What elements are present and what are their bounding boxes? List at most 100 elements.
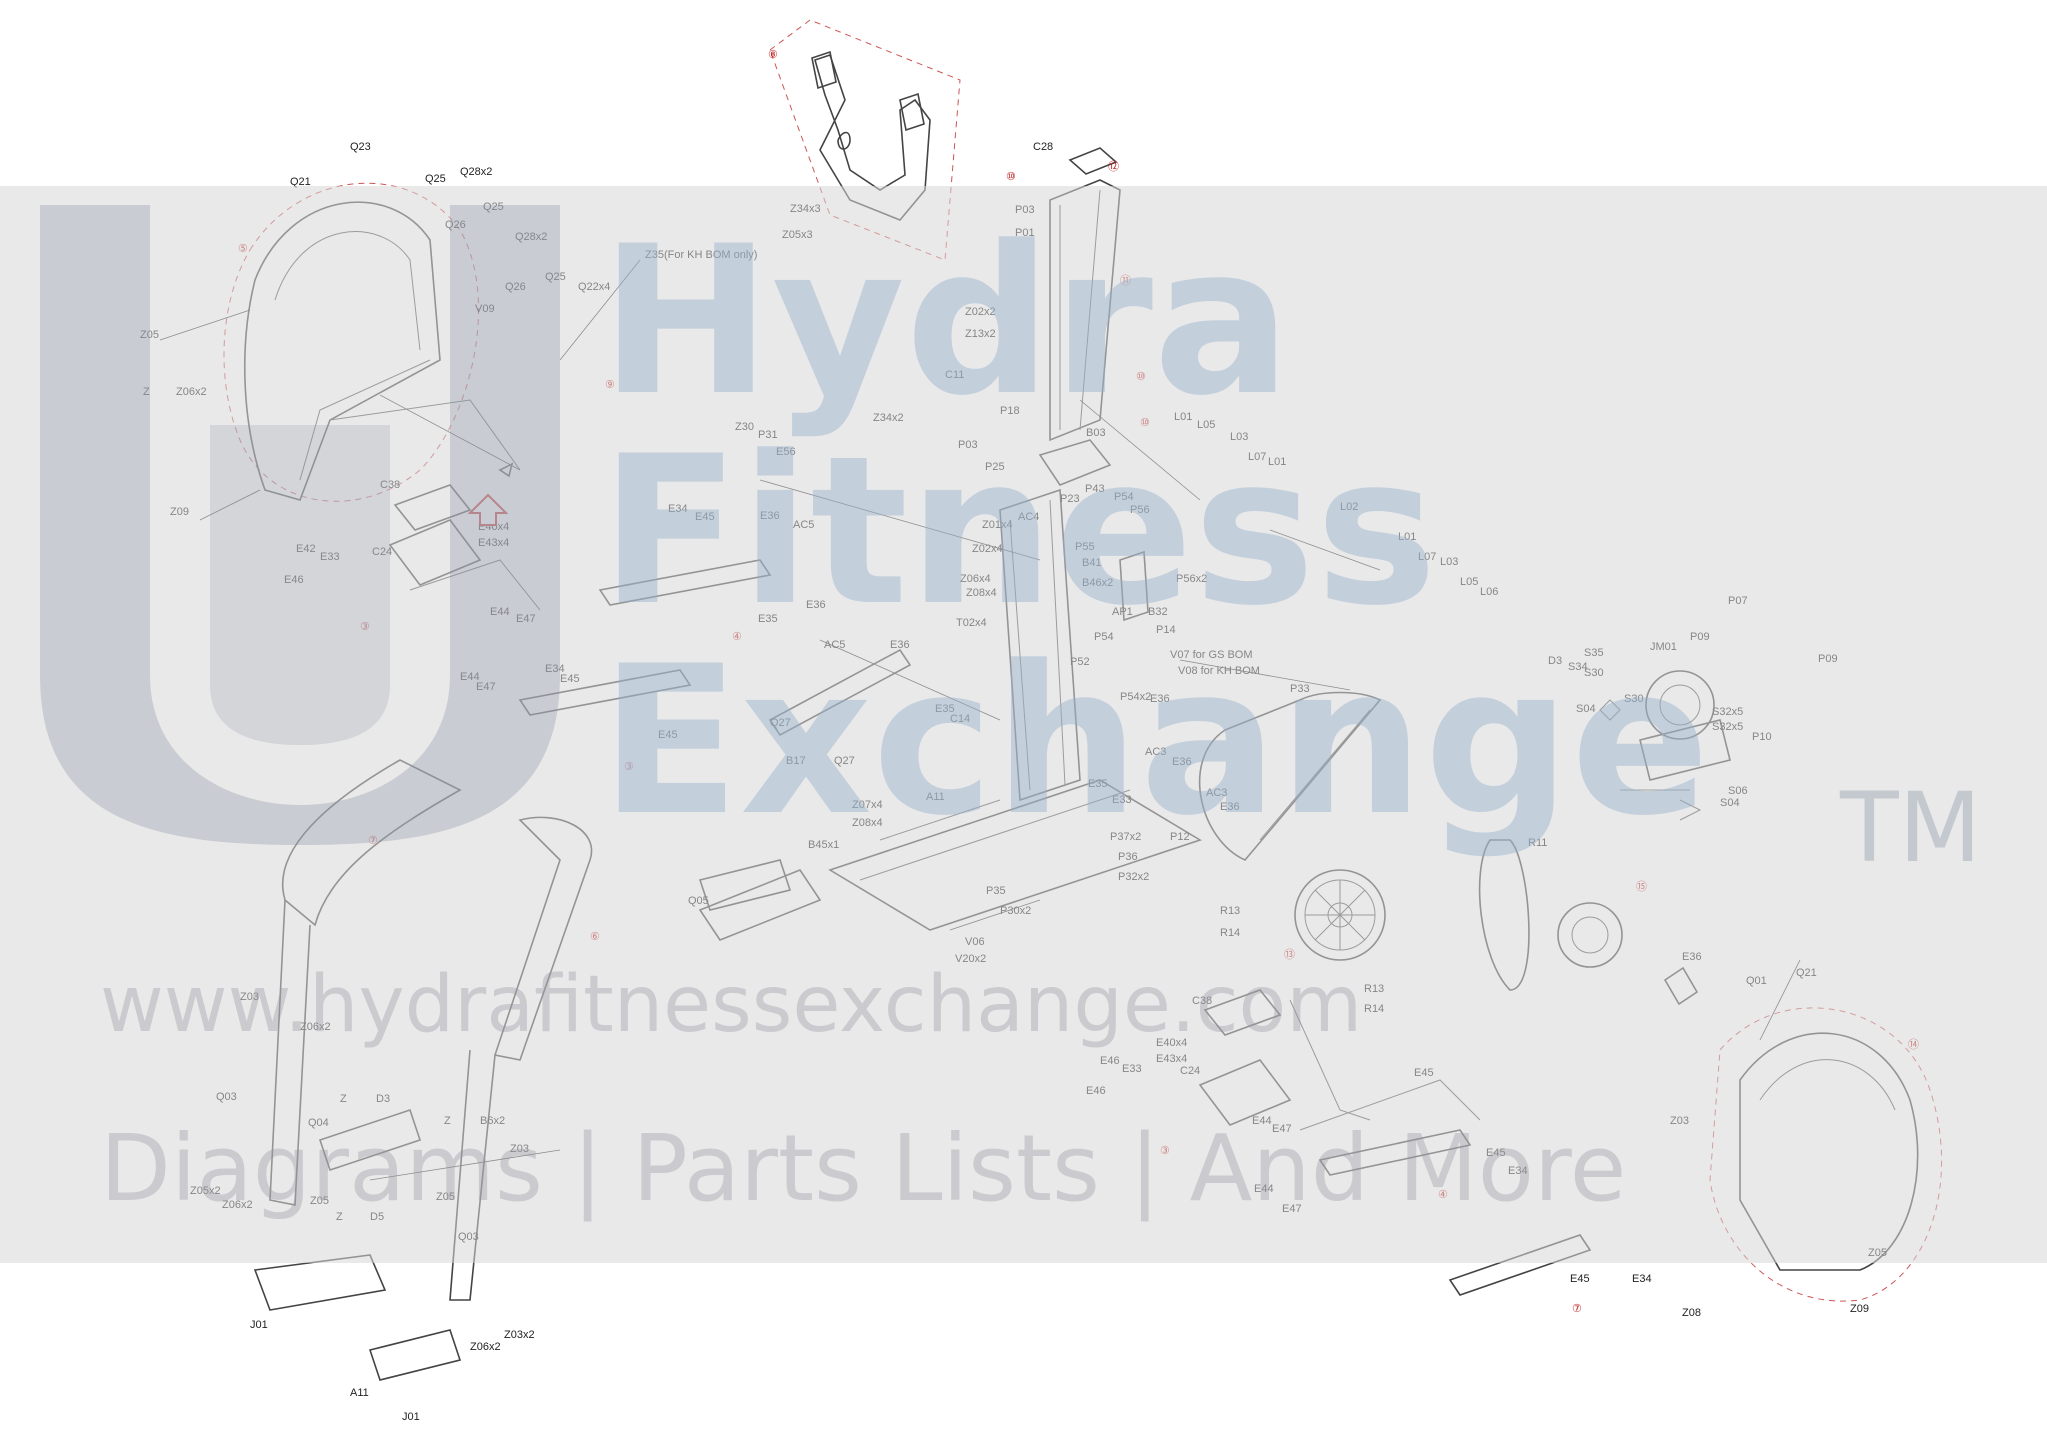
part-labels: Q21 Q23 Q25 Q28x2 Q25 Q26 Q28x2 Q25 Q26 … — [140, 141, 1887, 1423]
callout-number: ③ — [360, 621, 370, 633]
part-label: Z01x4 — [982, 519, 1013, 531]
callout-number: ⑪ — [1120, 274, 1131, 287]
part-label: E35 — [1088, 778, 1108, 790]
part-label: P07 — [1728, 595, 1748, 607]
part-label: E36 — [806, 599, 826, 611]
part-label: P32x2 — [1118, 871, 1149, 883]
part-label: Z05 — [436, 1191, 455, 1203]
part-label: R14 — [1220, 927, 1240, 939]
part-label: R13 — [1364, 983, 1384, 995]
part-label: D5 — [370, 1211, 384, 1223]
part-label: C24 — [372, 546, 392, 558]
part-label: V07 for GS BOM — [1170, 649, 1253, 661]
part-label: E45 — [560, 673, 580, 685]
part-label: L01 — [1398, 531, 1416, 543]
part-label: Q27 — [834, 755, 855, 767]
callout-number: ⑫ — [1108, 160, 1119, 173]
part-label: Q26 — [445, 219, 466, 231]
part-label: E36 — [1682, 951, 1702, 963]
part-label: AC4 — [1018, 511, 1039, 523]
part-label: Q05 — [688, 895, 709, 907]
part-label: R11 — [1528, 837, 1547, 849]
part-label: Z13x2 — [965, 328, 996, 340]
part-label: B6x2 — [480, 1115, 505, 1127]
part-label: V09 — [475, 303, 495, 315]
part-label: L07 — [1418, 551, 1436, 563]
part-label: P31 — [758, 429, 778, 441]
callout-number: ⑦ — [1572, 1303, 1582, 1315]
callout-number: ⑬ — [1284, 948, 1295, 961]
part-label: E45 — [658, 729, 678, 741]
part-label: Z06x4 — [960, 573, 991, 585]
part-label: P12 — [1170, 831, 1190, 843]
part-label: Z02x4 — [972, 543, 1003, 555]
part-label: P54 — [1114, 491, 1134, 503]
part-label: D3 — [1548, 655, 1562, 667]
lower-pedal — [1198, 989, 1592, 1296]
part-label: Z — [143, 386, 150, 398]
part-label: Z08 — [1682, 1307, 1701, 1319]
part-label: Q26 — [505, 281, 526, 293]
right-side-shroud — [1709, 1007, 1942, 1302]
part-label: P09 — [1818, 653, 1838, 665]
part-label: C38 — [1192, 995, 1212, 1007]
part-label: L01 — [1268, 456, 1286, 468]
part-label: E36 — [760, 510, 780, 522]
part-label: Z09 — [170, 506, 189, 518]
left-side-shroud — [223, 182, 521, 502]
part-label: P01 — [1015, 227, 1035, 239]
part-label: E47 — [1282, 1203, 1302, 1215]
part-label: J01 — [250, 1319, 268, 1331]
part-label: JM01 — [1650, 641, 1677, 653]
part-label: P56x2 — [1176, 573, 1207, 585]
part-label: P14 — [1156, 624, 1176, 636]
part-label: E36 — [890, 639, 910, 651]
part-label: AC5 — [793, 519, 814, 531]
part-label: E44 — [490, 606, 510, 618]
callout-number: ⑧ — [768, 49, 778, 61]
part-label: D3 — [376, 1093, 390, 1105]
part-label: P30x2 — [1000, 905, 1031, 917]
part-label: R13 — [1220, 905, 1240, 917]
part-label: L07 — [1248, 451, 1266, 463]
part-label: Z34x3 — [790, 203, 821, 215]
part-label: A11 — [350, 1387, 369, 1399]
part-label: E34 — [668, 503, 688, 515]
part-label: P37x2 — [1110, 831, 1141, 843]
part-label: Q25 — [425, 173, 446, 185]
part-label: E44 — [1254, 1183, 1274, 1195]
part-label: C14 — [950, 713, 970, 725]
part-label: E33 — [320, 551, 340, 563]
callout-number: ③ — [1160, 1145, 1170, 1157]
part-label: Q03 — [216, 1091, 237, 1103]
part-label: P33 — [1290, 683, 1310, 695]
part-label: P56 — [1130, 504, 1150, 516]
callout-number: ⑦ — [368, 835, 378, 847]
part-label: V08 for KH BOM — [1178, 665, 1260, 677]
part-label: Z05x2 — [190, 1185, 221, 1197]
part-label: Z08x4 — [852, 817, 883, 829]
part-label: Z06x2 — [176, 386, 207, 398]
part-label: P35 — [986, 885, 1006, 897]
part-label: S32x5 — [1712, 706, 1743, 718]
upper-pedal — [388, 484, 912, 737]
part-label: R14 — [1364, 1003, 1384, 1015]
part-label: B17 — [786, 755, 806, 767]
part-label: B32 — [1148, 606, 1168, 618]
part-label: Q28x2 — [515, 231, 547, 243]
part-label: L01 — [1174, 411, 1192, 423]
part-label: Z05 — [140, 329, 159, 341]
callout-number: ③ — [624, 761, 634, 773]
part-label: AC3 — [1145, 746, 1166, 758]
part-label: Q21 — [290, 176, 311, 188]
part-label: P43 — [1085, 483, 1105, 495]
callout-number: ⑥ — [590, 931, 600, 943]
part-label: L02 — [1340, 501, 1358, 513]
part-label: Z09 — [1850, 1303, 1869, 1315]
part-label: P25 — [985, 461, 1005, 473]
part-label: C24 — [1180, 1065, 1200, 1077]
part-label: C38 — [380, 479, 400, 491]
part-label: B41 — [1082, 557, 1102, 569]
part-label: Q25 — [545, 271, 566, 283]
callout-number: ⑮ — [1636, 880, 1647, 893]
